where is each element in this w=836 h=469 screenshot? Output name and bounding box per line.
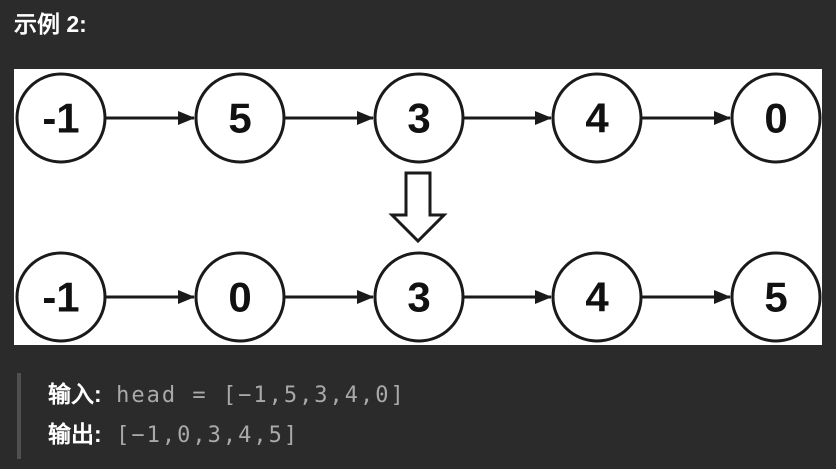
list-node	[730, 72, 822, 164]
node-value: -1	[42, 274, 79, 321]
example-section: 示例 2: -1 5 3 4 0 -1 0 3 4 5 输入: head = [−1,5,3,4…	[14, 11, 836, 459]
list-node	[730, 251, 822, 343]
node-value: 4	[585, 95, 609, 142]
list-after: -1 0 3 4 5	[15, 251, 822, 343]
list-node	[15, 251, 107, 343]
list-node	[551, 251, 643, 343]
list-node	[194, 72, 286, 164]
node-value: 3	[407, 274, 430, 321]
output-value: [−1,0,3,4,5]	[116, 423, 300, 448]
node-value: 5	[764, 274, 787, 321]
example-title: 示例 2:	[14, 11, 87, 37]
list-node	[551, 72, 643, 164]
list-node	[373, 72, 465, 164]
node-value: 4	[585, 274, 609, 321]
node-value: 0	[764, 95, 787, 142]
list-node	[194, 251, 286, 343]
io-block: 输入: head = [−1,5,3,4,0] 输出: [−1,0,3,4,5]	[17, 373, 836, 459]
node-value: 5	[228, 95, 251, 142]
node-value: 3	[407, 95, 430, 142]
list-node	[373, 251, 465, 343]
input-label: 输入:	[48, 381, 102, 407]
linked-list-diagram: -1 5 3 4 0 -1 0 3 4 5	[15, 72, 822, 343]
output-label: 输出:	[48, 421, 102, 447]
input-value: head = [−1,5,3,4,0]	[116, 383, 406, 408]
node-value: -1	[42, 95, 79, 142]
down-arrow-icon	[388, 171, 448, 244]
list-node	[15, 72, 107, 164]
output-line: 输出: [−1,0,3,4,5]	[48, 416, 836, 456]
list-before: -1 5 3 4 0	[15, 72, 822, 164]
node-value: 0	[228, 274, 251, 321]
input-line: 输入: head = [−1,5,3,4,0]	[48, 376, 836, 416]
diagram-panel: -1 5 3 4 0 -1 0 3 4 5	[14, 69, 822, 345]
